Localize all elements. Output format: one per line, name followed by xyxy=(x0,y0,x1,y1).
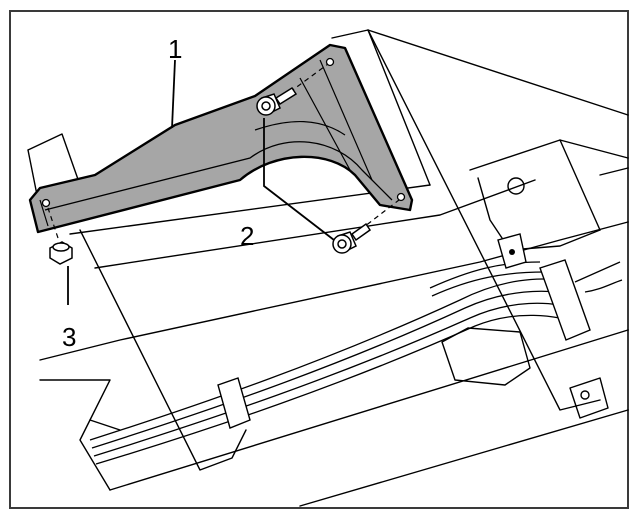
bolt-alignment-lines xyxy=(47,63,400,239)
mount-plate-right xyxy=(599,167,629,176)
nut-icon xyxy=(49,241,73,265)
panel-lower-left xyxy=(79,419,111,491)
leader-1 xyxy=(171,59,176,129)
vehicle-body-structure xyxy=(27,29,629,507)
callout-1: 1 xyxy=(168,34,182,64)
bolt-icon xyxy=(256,86,372,254)
left-strut xyxy=(79,229,247,471)
floor-edge-2 xyxy=(299,409,629,507)
leader-2 xyxy=(263,118,335,241)
connector-pin xyxy=(509,249,515,255)
panel-cutout xyxy=(441,327,531,386)
harness-clip-right xyxy=(539,259,591,341)
harness-clips xyxy=(217,233,591,429)
panel-corner xyxy=(39,379,121,431)
bolt-lower xyxy=(332,222,372,254)
ground-tab xyxy=(569,377,609,419)
ground-bolt xyxy=(580,390,590,400)
bolt-upper xyxy=(256,86,298,116)
mount-plate-top xyxy=(559,139,629,159)
panel-edge-lower xyxy=(39,221,629,361)
harness-clip-left xyxy=(217,377,251,429)
leader-lines xyxy=(67,59,335,305)
floor-edge-1 xyxy=(109,329,629,491)
callout-2: 2 xyxy=(240,221,254,251)
left-pillar-top xyxy=(27,133,81,186)
mount-hole xyxy=(507,177,525,195)
right-panel-top xyxy=(367,29,629,116)
panel-edge-mid xyxy=(94,179,536,269)
callout-3: 3 xyxy=(62,322,76,352)
right-panel-edge xyxy=(367,29,601,411)
bracket-icon xyxy=(28,43,414,234)
wire-harness-icon xyxy=(89,261,623,465)
